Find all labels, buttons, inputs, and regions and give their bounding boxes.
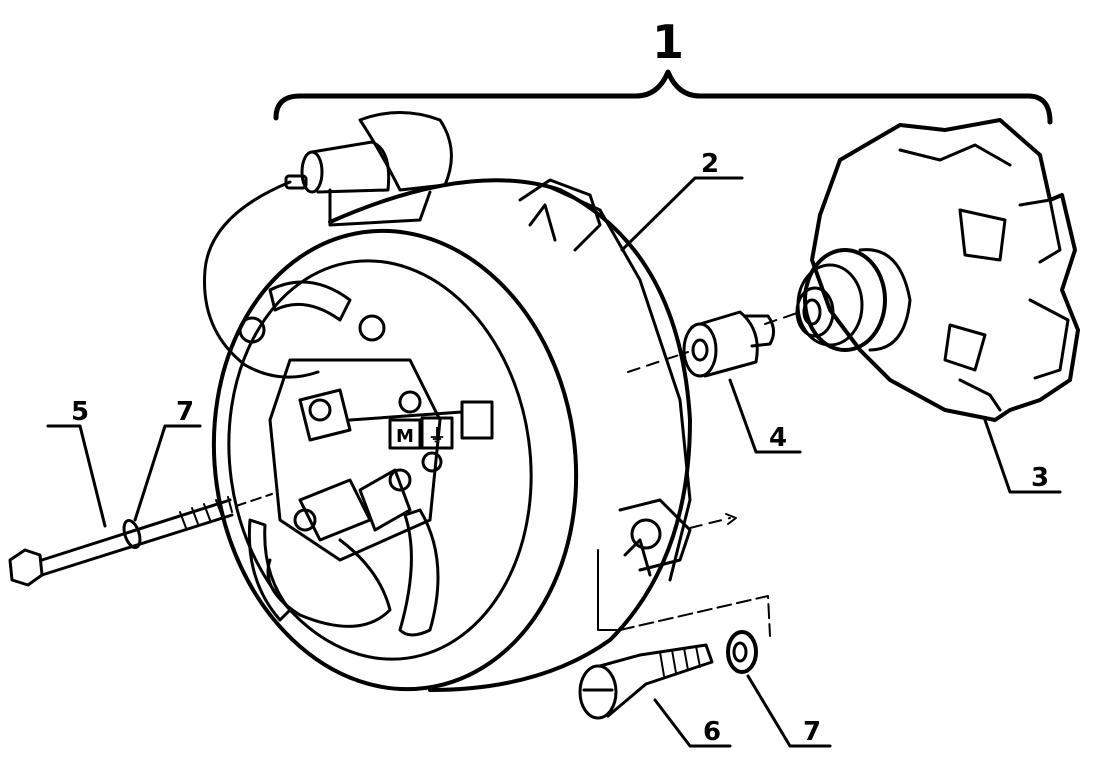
stator-housing <box>211 178 692 692</box>
callout-1-label: 1 <box>652 15 684 69</box>
callout-2-label: 2 <box>701 149 719 179</box>
callout-7-bolt-label: 7 <box>176 397 194 427</box>
callout-7-screw-label: 7 <box>803 717 821 747</box>
bolt-washer <box>122 519 142 549</box>
earth-symbol: ⏚ <box>428 426 446 447</box>
m-terminal-label: M <box>396 426 414 447</box>
callout-5-label: 5 <box>71 397 89 427</box>
condenser <box>284 111 453 227</box>
callout-5-leader <box>46 424 107 528</box>
screw <box>578 643 714 720</box>
callout-3-label: 3 <box>1031 463 1049 493</box>
spacer-bushing <box>682 310 775 378</box>
condenser-lead-wire <box>203 180 392 628</box>
callout-7-screw-leader <box>746 674 832 748</box>
screw-washer <box>726 630 758 674</box>
callout-4-label: 4 <box>769 423 787 453</box>
callout-6-label: 6 <box>703 717 721 747</box>
callout-3-leader <box>983 418 1062 494</box>
callout-6-leader <box>653 698 732 748</box>
callout-7-bolt-leader <box>133 424 202 522</box>
callout-2-leader <box>620 176 744 252</box>
through-bolt <box>8 493 273 587</box>
callout-4-leader <box>728 378 802 454</box>
reference-bracket <box>597 513 771 637</box>
assembly-brace <box>273 69 1053 125</box>
rotor <box>795 118 1080 422</box>
